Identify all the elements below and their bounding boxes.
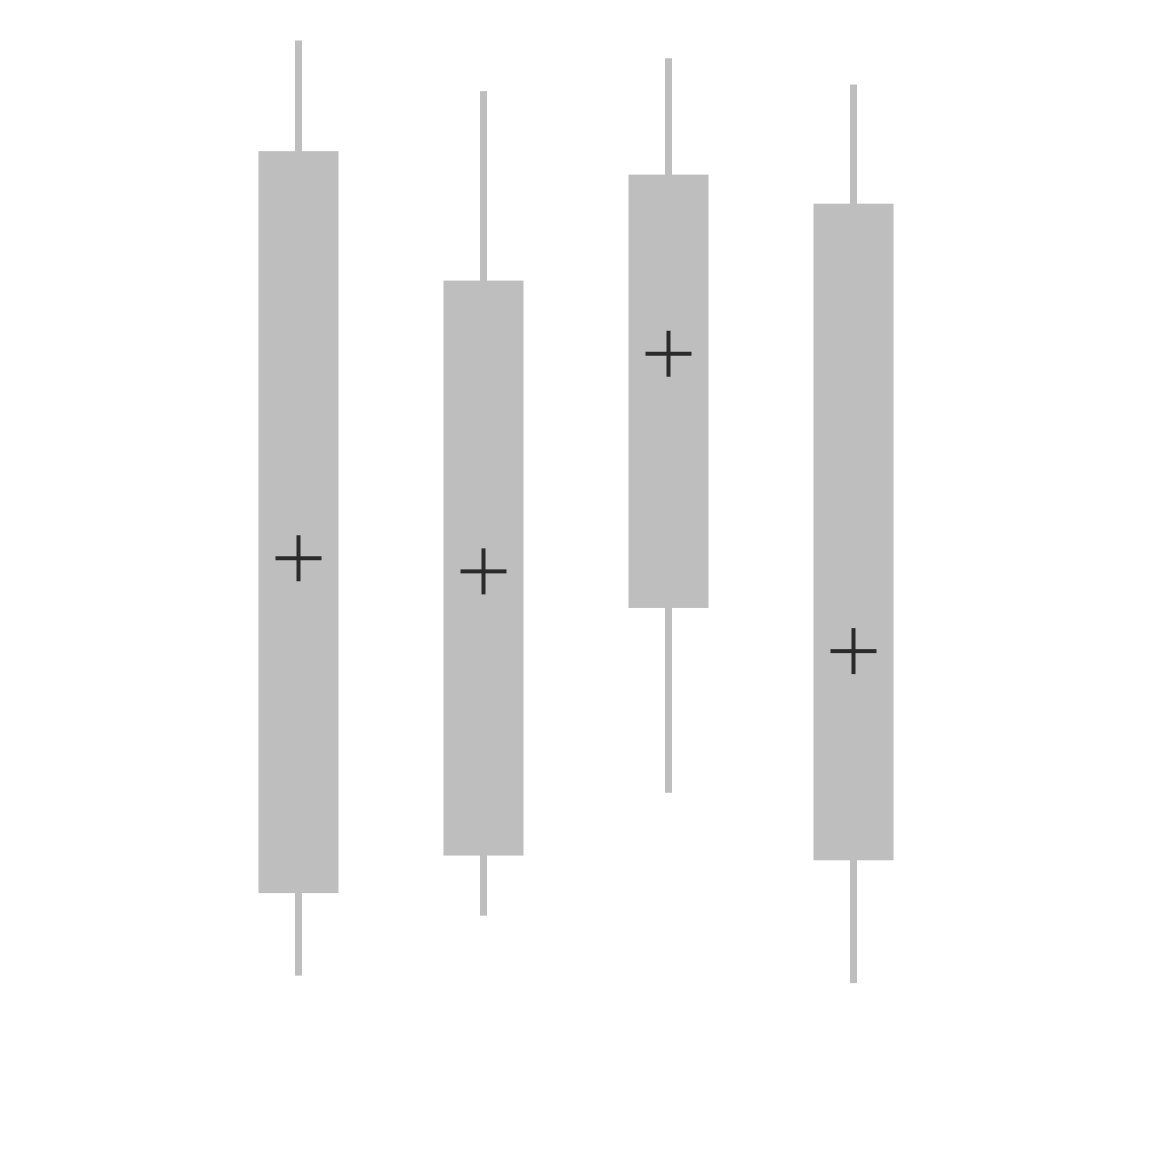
box-1 [258, 40, 339, 976]
box-body-4 [813, 203, 894, 861]
box-body-1 [258, 151, 339, 894]
box-4 [813, 84, 894, 984]
box-3 [628, 58, 709, 793]
box-body-3 [628, 174, 709, 608]
box-2 [443, 91, 524, 916]
box-group [258, 40, 894, 984]
